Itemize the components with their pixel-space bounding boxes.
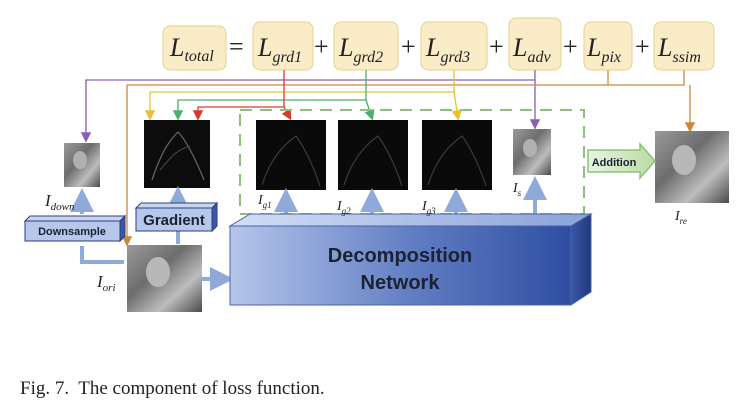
gradient-block: Gradient	[134, 201, 219, 233]
loss-box-grd1	[252, 21, 314, 71]
image-g1	[256, 120, 326, 190]
image-ori	[127, 245, 202, 312]
gradient-image	[144, 120, 210, 188]
label-down-main: I	[44, 191, 52, 210]
connection-lines	[80, 70, 696, 247]
svg-text:Ig1: Ig1	[257, 193, 272, 210]
svg-text:Lssim: Lssim	[657, 33, 701, 66]
loss-total-main: L	[169, 33, 184, 62]
image-g2	[338, 120, 408, 190]
plus-sign-1: +	[314, 32, 329, 61]
svg-text:Lgrd2: Lgrd2	[338, 33, 383, 66]
loss-grd3-sub: grd3	[440, 49, 470, 66]
arrow-ori-to-downsample	[80, 246, 124, 264]
plus-sign-4: +	[563, 32, 578, 61]
figure-caption: Fig. 7. The component of loss function.	[20, 378, 325, 399]
red-line-grad	[192, 70, 285, 121]
orange-line-ori	[121, 70, 685, 247]
downsample-block: Downsample	[23, 214, 127, 243]
svg-text:Lgrd3: Lgrd3	[425, 33, 470, 66]
label-ori-main: I	[96, 272, 104, 291]
addition-arrow: Addition	[587, 142, 657, 180]
label-down-sub: down	[51, 201, 75, 213]
loss-adv-main: L	[512, 33, 527, 62]
loss-grd1-sub: grd1	[272, 49, 302, 66]
label-g2-sub: g2	[342, 206, 352, 216]
label-s-main: I	[512, 181, 519, 196]
gradient-label: Gradient	[143, 212, 205, 229]
label-re-sub: re	[680, 216, 687, 226]
loss-ssim-sub: ssim	[672, 49, 700, 66]
green-line-grad	[172, 70, 367, 121]
purple-line-down	[80, 70, 536, 143]
label-re-main: I	[674, 209, 681, 224]
loss-grd2-sub: grd2	[353, 49, 383, 66]
svg-text:Ire: Ire	[674, 209, 687, 226]
loss-ssim-main: L	[657, 33, 672, 62]
loss-pix-main: L	[586, 33, 601, 62]
loss-total-sub: total	[184, 48, 214, 65]
label-g1-main: I	[257, 193, 264, 208]
svg-text:Idown: Idown	[44, 191, 75, 213]
yellow-line-g3	[451, 91, 462, 121]
plus-sign-3: +	[489, 32, 504, 61]
loss-box-total	[162, 25, 227, 71]
yellow-line-grad	[144, 70, 455, 121]
svg-text:Iori: Iori	[96, 272, 116, 294]
label-ori-sub: ori	[103, 282, 116, 294]
decomposition-network-block: Decomposition Network	[228, 213, 593, 306]
loss-adv-sub: adv	[527, 49, 551, 66]
addition-label: Addition	[592, 157, 637, 169]
image-re	[655, 131, 729, 203]
svg-text:Ig2: Ig2	[336, 199, 351, 216]
network-label-line1: Decomposition	[328, 245, 472, 267]
loss-grd3-main: L	[425, 33, 440, 62]
label-g3-sub: g3	[427, 206, 437, 216]
network-label-line2: Network	[361, 272, 441, 294]
svg-text:Ladv: Ladv	[512, 33, 551, 66]
plus-sign-2: +	[401, 32, 416, 61]
plus-sign-5: +	[635, 32, 650, 61]
label-s-sub: s	[518, 188, 522, 198]
red-line-g1	[281, 106, 292, 121]
svg-text:Lpix: Lpix	[586, 33, 621, 66]
loss-grd2-main: L	[338, 33, 353, 62]
label-g3-main: I	[421, 199, 428, 214]
loss-equation: Ltotal = Lgrd1 + Lgrd2 + Lgrd3 + Ladv + …	[162, 17, 715, 71]
label-g1-sub: g1	[263, 200, 272, 210]
svg-text:Lgrd1: Lgrd1	[257, 33, 302, 66]
image-labels: Idown Iori Ig1 Ig2 Ig3 Is Ire	[44, 181, 687, 294]
image-down	[64, 143, 100, 187]
image-g3	[422, 120, 492, 190]
svg-text:Is: Is	[512, 181, 522, 198]
svg-text:Ig3: Ig3	[421, 199, 436, 216]
loss-pix-sub: pix	[600, 49, 621, 66]
image-s	[513, 129, 551, 175]
downsample-label: Downsample	[38, 226, 106, 238]
equals-sign: =	[229, 32, 244, 61]
svg-text:Ltotal: Ltotal	[169, 33, 214, 65]
label-g2-main: I	[336, 199, 343, 214]
loss-grd1-main: L	[257, 33, 272, 62]
